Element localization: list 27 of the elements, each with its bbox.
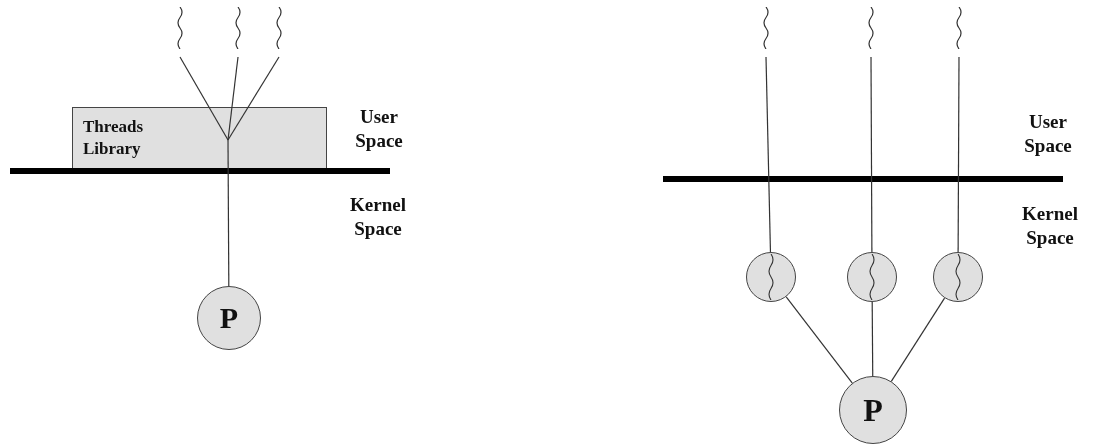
connector-line xyxy=(785,296,853,384)
library-label: Threads Library xyxy=(83,116,145,160)
connector-line xyxy=(957,56,960,253)
connector-line xyxy=(890,297,946,382)
space-label: User Space xyxy=(1023,110,1073,158)
library-box xyxy=(72,107,327,170)
connector-line xyxy=(227,56,280,141)
connector-line xyxy=(765,56,772,253)
thread-squiggle-icon xyxy=(232,7,244,49)
process-label: P xyxy=(219,301,239,335)
kernel-thread-circle xyxy=(847,252,897,302)
connector-line xyxy=(227,56,239,141)
thread-squiggle-icon xyxy=(273,7,285,49)
space-label: Kernel Space xyxy=(349,193,407,241)
space-label: Kernel Space xyxy=(1021,202,1079,250)
space-label: User Space xyxy=(354,105,404,153)
connector-line xyxy=(870,56,873,253)
kernel-thread-circle xyxy=(746,252,796,302)
process-label: P xyxy=(863,391,883,429)
thread-squiggle-icon xyxy=(953,7,965,49)
thread-squiggle-icon xyxy=(865,7,877,49)
kernel-thread-circle xyxy=(933,252,983,302)
thread-squiggle-icon xyxy=(760,7,772,49)
thread-squiggle-icon xyxy=(174,7,186,49)
connector-line xyxy=(227,139,230,287)
connector-line xyxy=(179,56,229,141)
connector-line xyxy=(871,301,874,377)
